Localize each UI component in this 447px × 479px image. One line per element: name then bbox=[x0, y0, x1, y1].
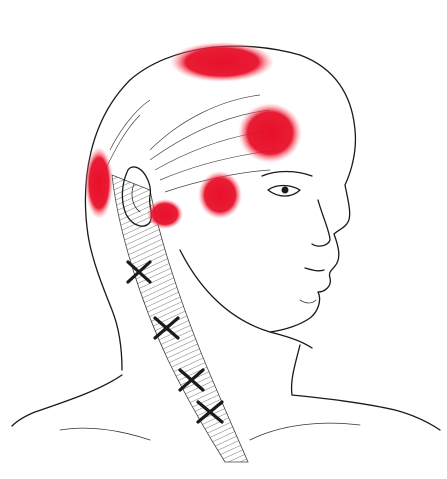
chin bbox=[300, 300, 316, 303]
pain-zone-temple bbox=[238, 103, 302, 163]
clavicle bbox=[250, 423, 360, 440]
collar-line bbox=[60, 428, 150, 440]
eyebrow bbox=[262, 172, 312, 177]
occipital-outline bbox=[88, 235, 122, 370]
pain-zone-behind-eye bbox=[198, 171, 242, 219]
pain-zone-occipital bbox=[85, 147, 113, 219]
jaw-line bbox=[180, 250, 312, 348]
right-shoulder bbox=[292, 395, 440, 430]
nose bbox=[312, 200, 330, 246]
pupil bbox=[282, 187, 289, 194]
pain-zone-behind-ear bbox=[147, 199, 183, 229]
left-shoulder bbox=[12, 375, 122, 426]
mouth bbox=[305, 268, 324, 271]
pain-zone-crown bbox=[170, 42, 274, 82]
front-neck-line bbox=[292, 345, 300, 395]
